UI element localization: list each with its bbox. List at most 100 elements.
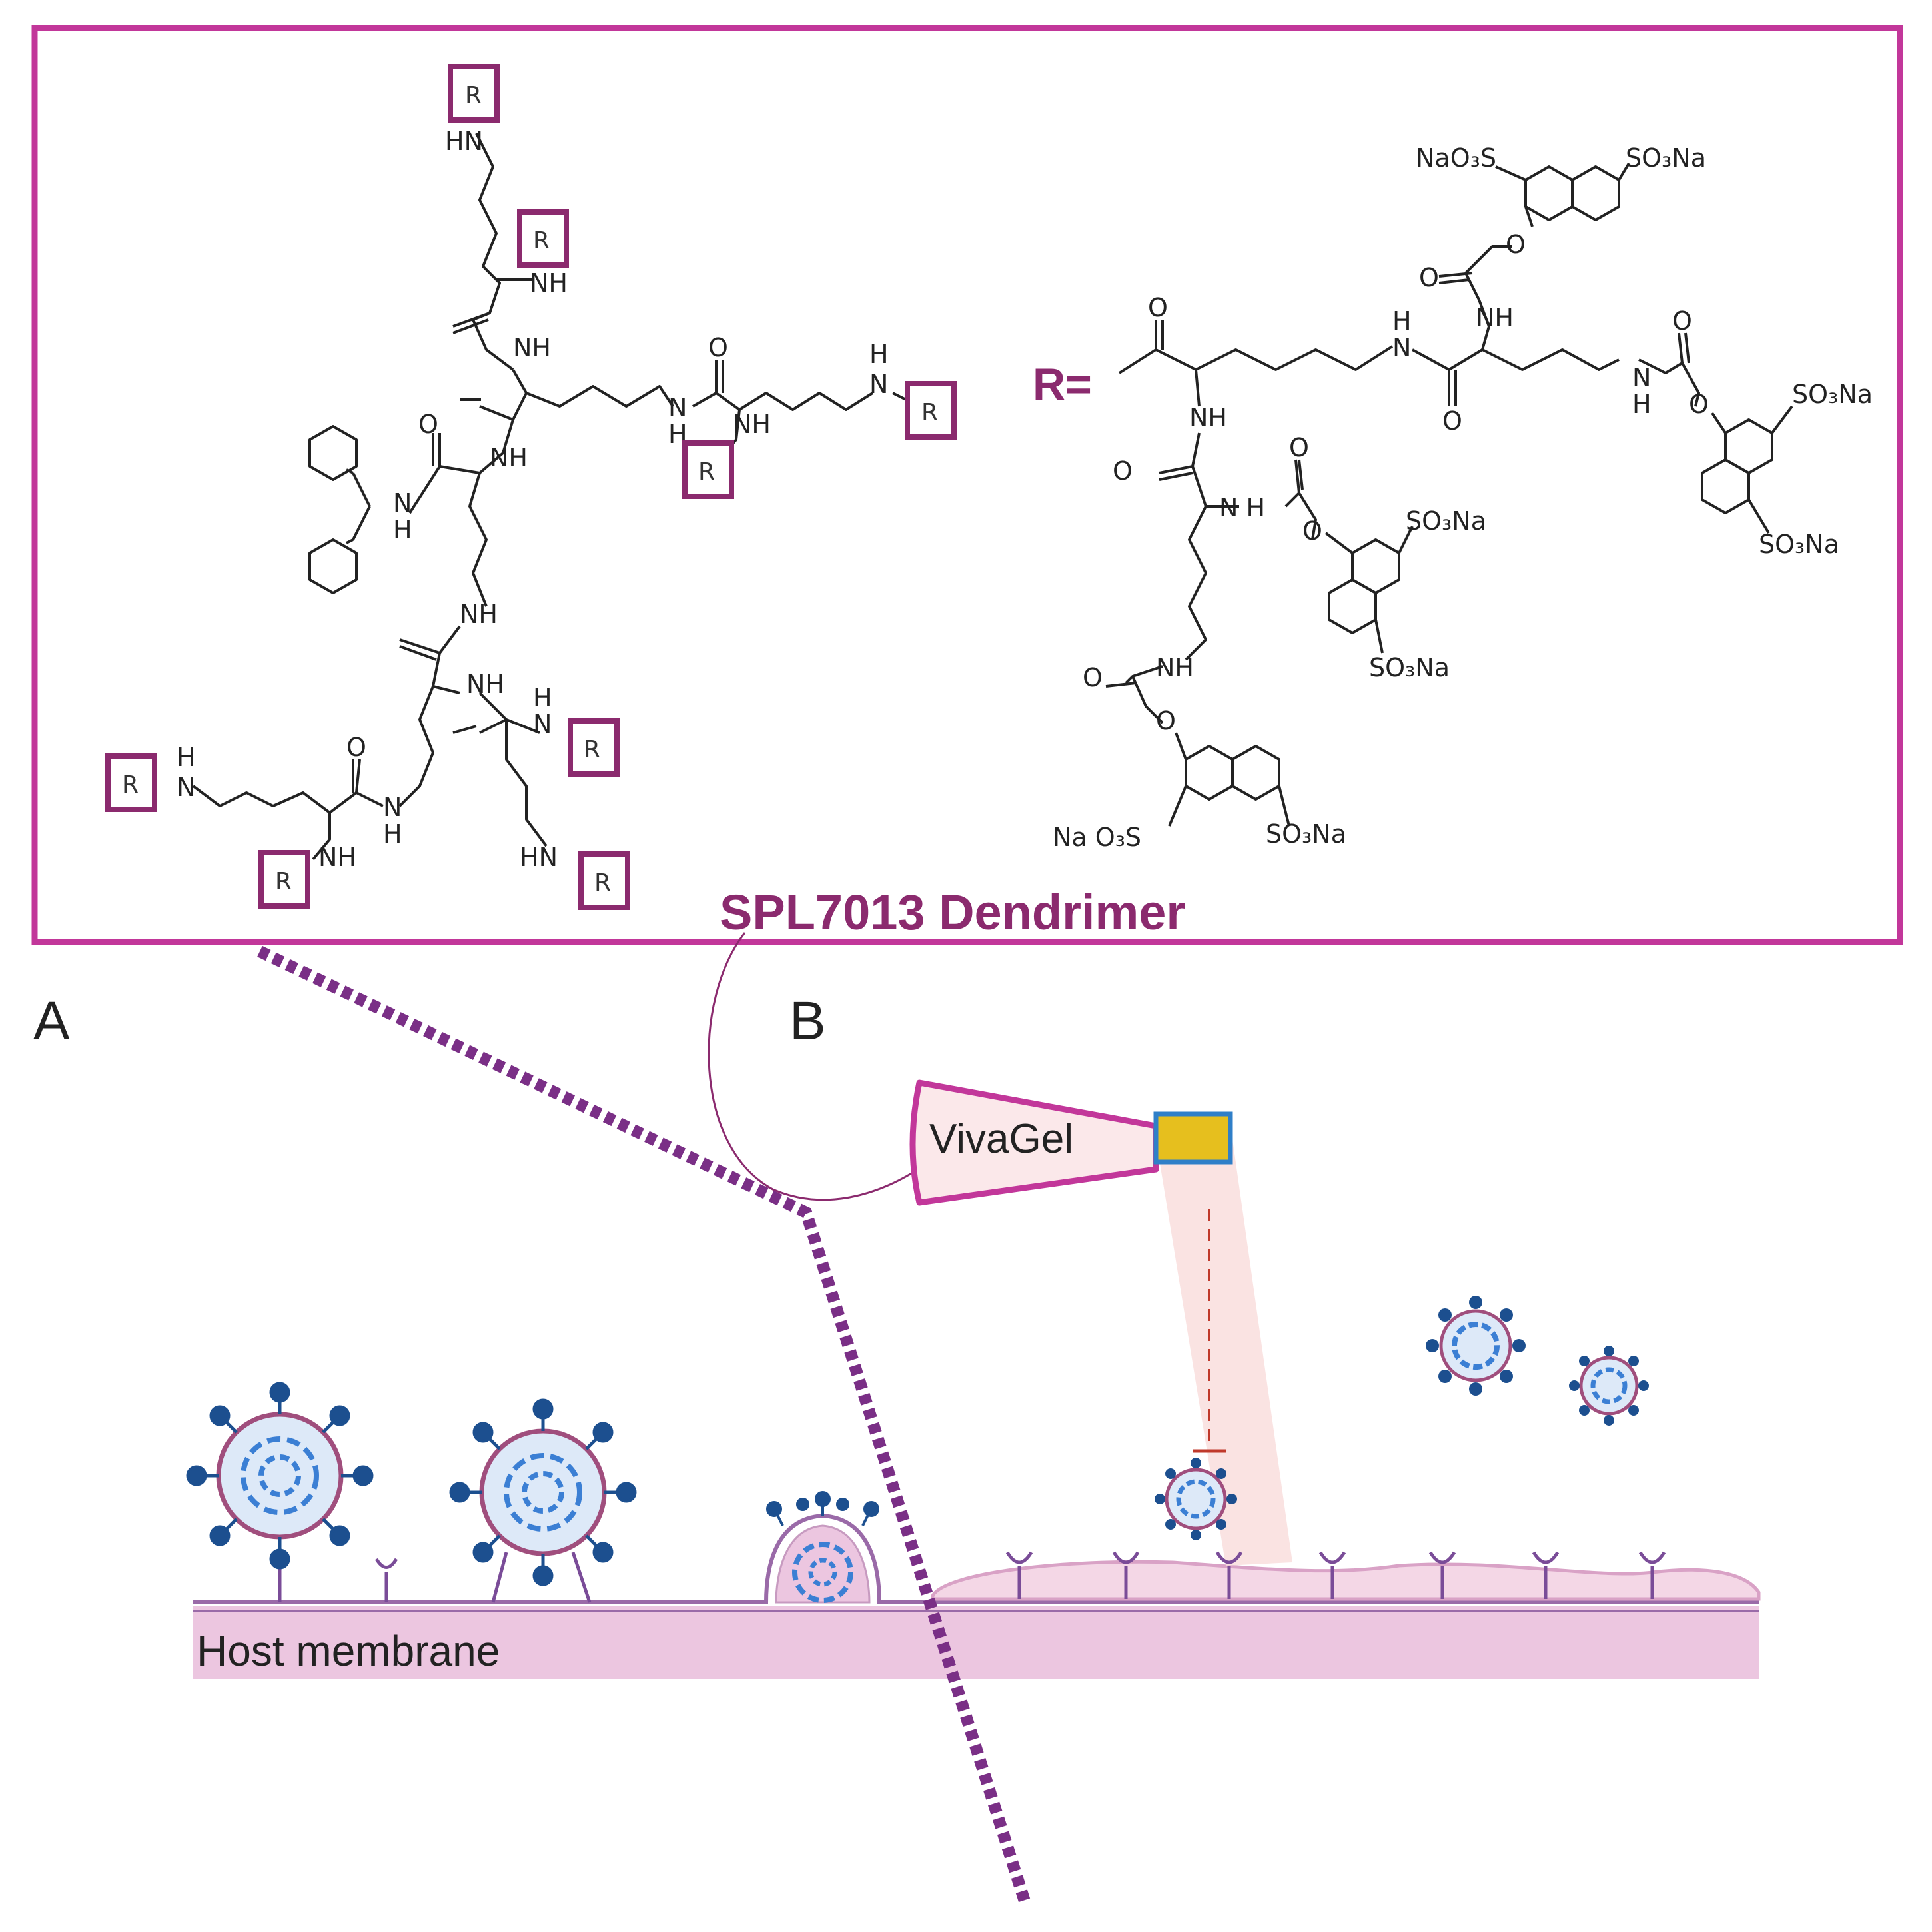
endocytosed-virus <box>766 1491 879 1603</box>
r-atom-o-9: O <box>1302 516 1322 546</box>
svg-text:R: R <box>533 227 550 254</box>
svg-text:R: R <box>122 771 139 799</box>
svg-text:R: R <box>698 458 715 486</box>
r-atom-nh-4: NH <box>1156 653 1194 682</box>
atom-n-2: N <box>869 370 888 399</box>
r-box-7: R <box>105 753 157 812</box>
r-atom-o-3: O <box>1419 263 1439 292</box>
r-group-atom-labels: O NH H N O NH O O NaO₃S SO₃Na N H O O SO… <box>1053 143 1873 852</box>
atom-nh-3: NH <box>490 443 528 472</box>
r-atom-nao3s-1: NaO₃S <box>1416 143 1496 173</box>
receptor <box>1428 1551 1456 1599</box>
r-atom-nh-3: N H <box>1219 493 1265 522</box>
free-virus-3 <box>1569 1346 1649 1426</box>
r-box-5: R <box>568 718 620 777</box>
r-atom-so3na-2: SO₃Na <box>1792 380 1873 409</box>
r-box-2: R <box>517 209 569 268</box>
atom-n-center: N <box>668 393 687 422</box>
r-atom-o-11: O <box>1156 706 1176 735</box>
free-virus-blocked <box>1155 1458 1237 1540</box>
r-group-boxes: R R R R R R R R <box>105 64 957 910</box>
dendrimer-frame <box>31 25 1903 945</box>
atom-h-5: H <box>383 819 402 849</box>
r-atom-o-10: O <box>1083 663 1103 692</box>
gel-spray-cone <box>1159 1139 1292 1566</box>
r-box-1: R <box>448 64 500 123</box>
r-atom-nh-2: NH <box>1476 303 1514 332</box>
connector-curve <box>708 932 913 1201</box>
svg-text:R: R <box>584 736 600 763</box>
r-group-structure <box>1105 162 1793 827</box>
svg-text:R: R <box>465 82 482 109</box>
r-atom-so3na-1: SO₃Na <box>1626 143 1706 173</box>
atom-hn-top: HN <box>445 127 483 156</box>
atom-h-4: H <box>533 683 552 712</box>
atom-nh-7: NH <box>318 843 356 872</box>
atom-h-3: H <box>393 515 412 544</box>
receptor <box>1112 1551 1140 1599</box>
receptor <box>1005 1551 1033 1599</box>
receptor <box>374 1558 398 1602</box>
atom-o-1: O <box>708 333 728 362</box>
bound-virus-1 <box>186 1382 374 1602</box>
panel-divider <box>257 945 1032 1907</box>
r-atom-so3na-4: SO₃Na <box>1406 506 1486 536</box>
receptor <box>1532 1551 1560 1599</box>
r-atom-o-7: O <box>1113 456 1133 486</box>
vivagel-label: VivaGel <box>929 1116 1073 1162</box>
receptor <box>1638 1551 1666 1599</box>
r-atom-o-8: O <box>1289 433 1309 462</box>
r-atom-h-2: H <box>1632 390 1652 419</box>
free-virus-2 <box>1426 1296 1526 1396</box>
atom-h-6: H <box>177 743 196 772</box>
r-atom-o-1: O <box>1148 293 1168 322</box>
membrane-label: Host membrane <box>197 1627 500 1675</box>
svg-text:R: R <box>275 868 292 895</box>
r-atom-h-1: H <box>1392 306 1412 336</box>
r-atom-so3na-5: SO₃Na <box>1369 653 1450 682</box>
receptor <box>1318 1551 1346 1599</box>
receptor <box>1215 1551 1243 1599</box>
r-box-3: R <box>905 381 957 440</box>
svg-text:R: R <box>594 869 611 897</box>
dendrimer-core-structure <box>192 133 920 861</box>
atom-n-4: N <box>533 710 552 739</box>
atom-nh-5: NH <box>460 600 498 629</box>
r-atom-o-4: O <box>1506 230 1526 259</box>
svg-text:R: R <box>921 399 938 426</box>
r-atom-o-6: O <box>1689 390 1709 419</box>
atom-nh-6: NH <box>466 670 504 699</box>
cartridge <box>1153 1111 1233 1165</box>
r-atom-so3na-6: SO₃Na <box>1266 819 1346 849</box>
inhibition-line <box>1193 1209 1226 1453</box>
r-atom-nao3s-2: Na O₃S <box>1053 823 1141 852</box>
panel-label-b: B <box>789 991 826 1051</box>
r-atom-o-5: O <box>1672 306 1692 336</box>
panel-label-a: A <box>33 991 70 1051</box>
atom-nh-1: NH <box>530 268 568 298</box>
endocytic-bud <box>775 1524 871 1604</box>
r-box-6: R <box>578 851 630 910</box>
atom-hn-2: HN <box>520 843 558 872</box>
receptors <box>374 1551 1666 1602</box>
r-box-4: R <box>682 440 734 499</box>
dendrimer-atom-labels: HN NH NH NH N H NH O H N O N H NH NH H N… <box>177 127 889 872</box>
r-atom-n-2: N <box>1632 363 1651 392</box>
vivagel-applicator: VivaGel <box>909 1079 1233 1206</box>
diagram-title: SPL7013 Dendrimer <box>720 885 1185 940</box>
atom-n-3: N <box>393 488 412 518</box>
bound-virus-2 <box>449 1398 637 1603</box>
atom-o-2: O <box>418 410 438 439</box>
r-atom-so3na-3: SO₃Na <box>1759 530 1839 559</box>
r-box-8: R <box>258 850 310 909</box>
r-atom-nh-1: NH <box>1189 403 1227 432</box>
gel-layer <box>931 1560 1761 1601</box>
r-equals-label: R= <box>1033 359 1092 410</box>
atom-o-3: O <box>346 733 366 762</box>
host-membrane <box>193 1606 1759 1679</box>
atom-nh-2: NH <box>513 333 551 362</box>
r-atom-n-1: N <box>1392 333 1411 362</box>
atom-h-2: H <box>869 340 889 369</box>
atom-nh-4: NH <box>733 410 771 439</box>
